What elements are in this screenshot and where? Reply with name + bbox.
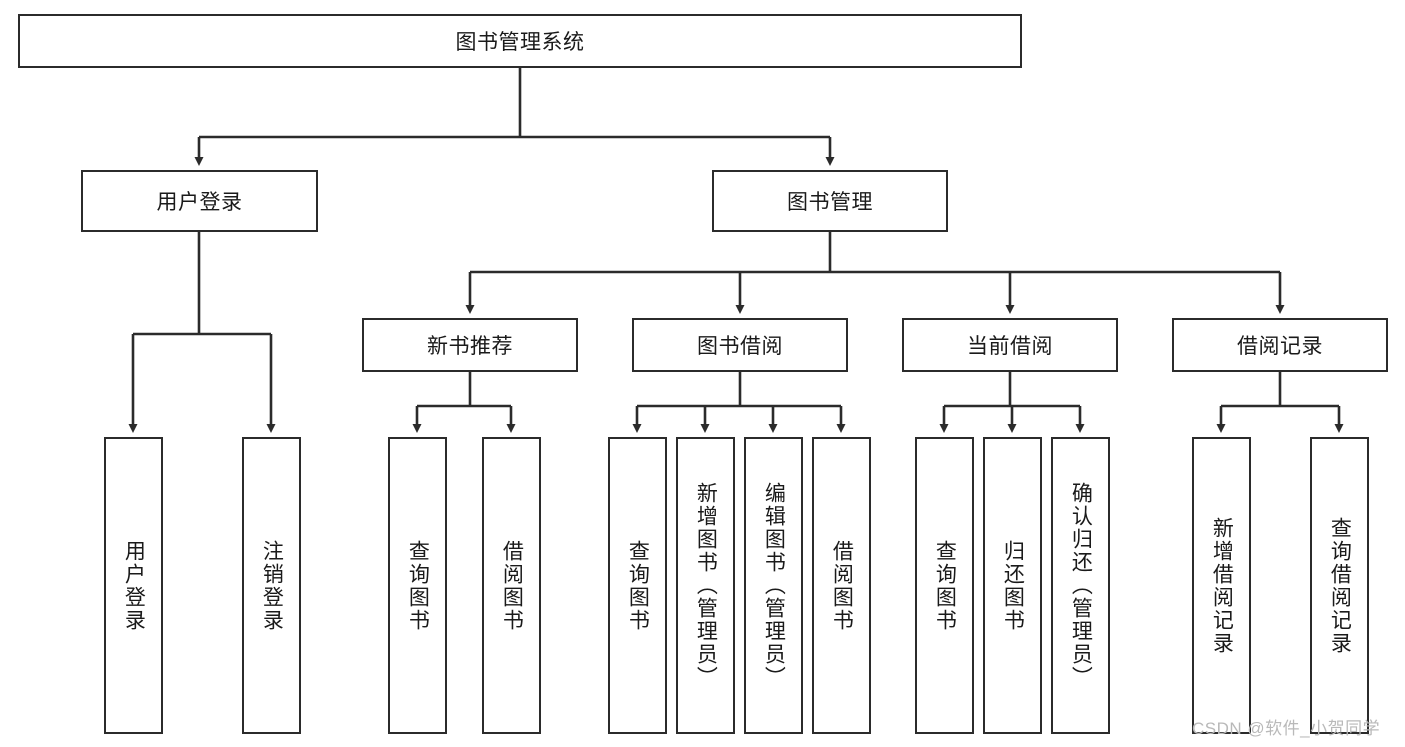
node-leaf-add-record[interactable]: 新增借阅记录 (1192, 437, 1251, 734)
node-label: 归还图书 (1001, 539, 1025, 632)
node-borrow-record[interactable]: 借阅记录 (1172, 318, 1388, 372)
node-leaf-edit-book[interactable]: 编辑图书（管理员） (744, 437, 803, 734)
node-label: 查询借阅记录 (1328, 516, 1352, 655)
node-leaf-user-login[interactable]: 用户登录 (104, 437, 163, 734)
node-label: 查询图书 (933, 539, 957, 632)
node-book-manage[interactable]: 图书管理 (712, 170, 948, 232)
node-label: 新增借阅记录 (1210, 516, 1234, 655)
node-leaf-confirm-return[interactable]: 确认归还（管理员） (1051, 437, 1110, 734)
node-label: 图书管理 (787, 191, 873, 214)
node-root-system[interactable]: 图书管理系统 (18, 14, 1022, 68)
node-leaf-query-record[interactable]: 查询借阅记录 (1310, 437, 1369, 734)
node-label: 查询图书 (406, 539, 430, 632)
node-label: 确认归还（管理员） (1069, 482, 1093, 689)
watermark-csdn: CSDN @软件_小贺同学 (1192, 719, 1381, 738)
node-label: 注销登录 (260, 539, 284, 632)
node-leaf-query-book-1[interactable]: 查询图书 (388, 437, 447, 734)
node-label: 借阅图书 (830, 539, 854, 632)
node-leaf-borrow-book-1[interactable]: 借阅图书 (482, 437, 541, 734)
node-user-login[interactable]: 用户登录 (81, 170, 318, 232)
node-label: 借阅记录 (1237, 335, 1323, 358)
node-label: 查询图书 (626, 539, 650, 632)
node-label: 图书管理系统 (455, 31, 585, 54)
node-book-borrow[interactable]: 图书借阅 (632, 318, 848, 372)
node-label: 借阅图书 (500, 539, 524, 632)
node-leaf-logout[interactable]: 注销登录 (242, 437, 301, 734)
node-label: 当前借阅 (967, 335, 1053, 358)
node-leaf-query-book-2[interactable]: 查询图书 (608, 437, 667, 734)
node-label: 用户登录 (122, 539, 146, 632)
node-label: 图书借阅 (697, 335, 783, 358)
node-label: 用户登录 (156, 191, 243, 214)
node-current-borrow[interactable]: 当前借阅 (902, 318, 1118, 372)
node-label: 新书推荐 (427, 335, 513, 358)
node-leaf-return-book[interactable]: 归还图书 (983, 437, 1042, 734)
node-label: 编辑图书（管理员） (762, 482, 786, 689)
node-leaf-borrow-book-2[interactable]: 借阅图书 (812, 437, 871, 734)
node-new-book-recommend[interactable]: 新书推荐 (362, 318, 578, 372)
node-leaf-query-book-3[interactable]: 查询图书 (915, 437, 974, 734)
node-leaf-add-book[interactable]: 新增图书（管理员） (676, 437, 735, 734)
node-label: 新增图书（管理员） (694, 482, 718, 689)
